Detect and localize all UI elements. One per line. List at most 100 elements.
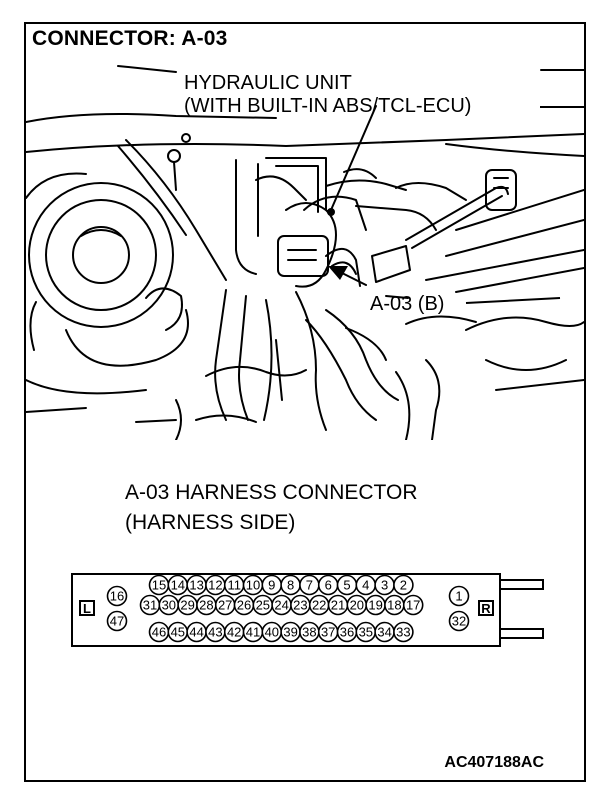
pin-number: 6 [325,578,332,593]
pin-number: 32 [452,614,466,629]
pin-number: 8 [287,578,294,593]
connector-callout-label: A-03 (B) [370,293,445,315]
pin-circle [106,610,128,632]
pin-number: 42 [227,625,241,640]
pin-12: 12 [205,574,226,596]
engine-bay-illustration [26,65,584,440]
pin-34: 34 [374,621,395,643]
pin-number: 10 [246,578,260,593]
pin-31: 31 [139,594,161,616]
hydraulic-unit-sublabel: (WITH BUILT-IN ABS/TCL-ECU) [184,95,472,117]
pin-number: 15 [152,578,166,593]
pin-circle [448,610,470,632]
harness-title: A-03 HARNESS CONNECTOR (HARNESS SIDE) [125,478,418,538]
pin-number: 43 [208,625,222,640]
pin-number: 3 [381,578,388,593]
pin-number: 1 [455,589,462,604]
pin-number: 25 [256,598,270,613]
pin-number: 13 [189,578,203,593]
pin-36: 36 [336,621,358,643]
pin-37: 37 [317,621,339,643]
pin-number: 4 [362,578,369,593]
right-marker-box [478,600,494,616]
pin-number: 11 [227,578,241,593]
pin-number: 5 [343,578,350,593]
connector-body [71,573,501,647]
pin-2: 2 [393,574,414,596]
pin-number: 22 [312,598,326,613]
pin-33: 33 [393,621,414,643]
pin-22: 22 [308,594,330,616]
pin-9: 9 [261,574,283,596]
pin-45: 45 [167,621,189,643]
pin-44: 44 [186,621,207,643]
hydraulic-unit-label: HYDRAULIC UNIT [184,72,352,94]
pin-27: 27 [214,594,236,616]
pin-number: 17 [406,598,420,613]
pin-number: 30 [162,598,176,613]
pin-5: 5 [336,574,358,596]
connector-title: CONNECTOR: A-03 [32,27,228,50]
connector-latch-bottom [501,628,544,639]
pin-41: 41 [242,621,264,643]
pin-number: 39 [283,625,297,640]
pin-number: 23 [293,598,307,613]
pin-number: 33 [396,625,410,640]
pin-circle [106,585,128,607]
pin-circle [448,585,470,607]
pin-circle [402,594,424,616]
pin-38: 38 [299,621,320,643]
pin-number: 38 [302,625,316,640]
pin-number: 27 [218,598,232,613]
pin-number: 9 [268,578,275,593]
pin-10: 10 [242,574,264,596]
pin-number: 34 [377,625,391,640]
pin-8: 8 [280,574,301,596]
pin-35: 35 [355,621,377,643]
pin-number: 7 [306,578,313,593]
pin-29: 29 [177,594,198,616]
pin-number: 16 [110,589,124,604]
pin-number: 18 [387,598,401,613]
pin-number: 31 [143,598,157,613]
pin-20: 20 [346,594,368,616]
left-marker: L [83,601,91,616]
pin-number: 20 [350,598,364,613]
pin-18: 18 [384,594,405,616]
pin-number: 45 [171,625,185,640]
pin-number: 12 [208,578,222,593]
pin-number: 35 [359,625,373,640]
pin-19: 19 [365,594,386,616]
harness-title-line2: (HARNESS SIDE) [125,511,296,534]
pin-3: 3 [374,574,395,596]
pin-number: 36 [340,625,354,640]
pin-circle [393,574,414,596]
pin-47: 47 [106,610,128,632]
figure-id: AC407188AC [444,754,544,771]
pin-14: 14 [167,574,189,596]
pin-number: 29 [180,598,194,613]
pin-21: 21 [327,594,349,616]
pin-17: 17 [402,594,424,616]
pin-15: 15 [148,574,170,596]
pin-23: 23 [290,594,311,616]
connector-latch-top [501,579,544,590]
pin-number: 28 [199,598,213,613]
pin-11: 11 [223,574,245,596]
pin-39: 39 [280,621,301,643]
pin-40: 40 [261,621,283,643]
harness-title-line1: A-03 HARNESS CONNECTOR [125,481,418,504]
pin-43: 43 [205,621,226,643]
pin-46: 46 [148,621,170,643]
pin-26: 26 [233,594,255,616]
pin-number: 21 [331,598,345,613]
pin-number: 41 [246,625,260,640]
pin-30: 30 [158,594,180,616]
pin-number: 19 [368,598,382,613]
pin-number: 24 [274,598,288,613]
left-marker-box [79,600,95,616]
pin-number: 26 [237,598,251,613]
right-marker: R [481,601,491,616]
pin-number: 47 [110,614,124,629]
